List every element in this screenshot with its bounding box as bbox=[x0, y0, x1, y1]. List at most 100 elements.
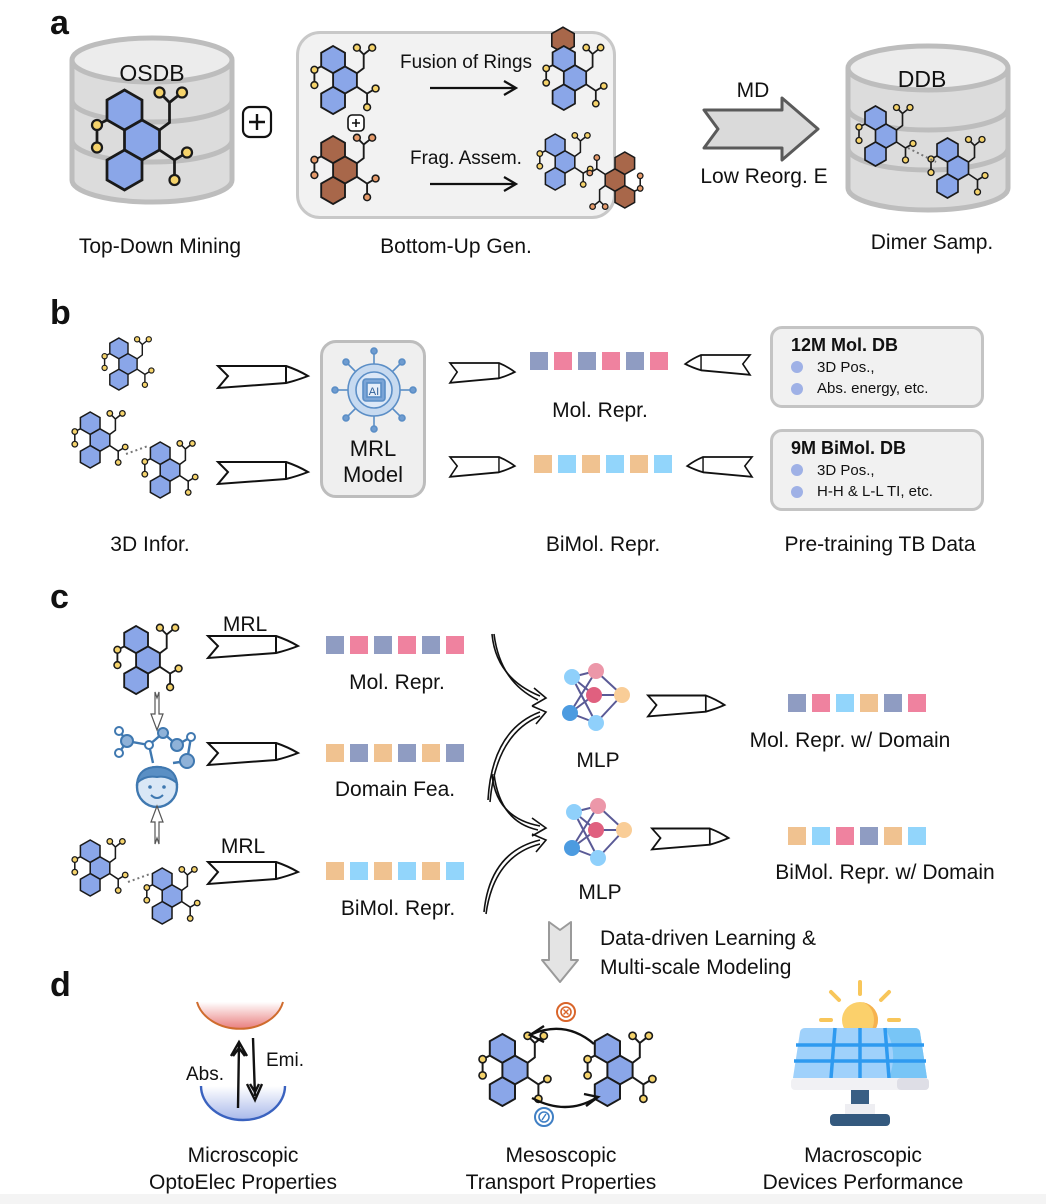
c-bimol-repr-vector bbox=[326, 862, 464, 880]
repr-cell-sky bbox=[398, 862, 416, 880]
arrow-to-bimol-repr-icon bbox=[449, 456, 516, 478]
up-arrow-icon bbox=[150, 804, 164, 845]
b-mol-repr-caption: Mol. Repr. bbox=[552, 399, 648, 422]
repr-cell-slate bbox=[374, 636, 392, 654]
mlp-bottom-label: MLP bbox=[578, 881, 622, 904]
frag-assem-label: Frag. Assem. bbox=[410, 148, 522, 169]
c-bimol-repr-caption: BiMol. Repr. bbox=[340, 897, 456, 920]
osdb-label: OSDB bbox=[119, 60, 185, 86]
c-arrow-domain-icon bbox=[207, 742, 299, 766]
repr-cell-peach bbox=[884, 827, 902, 845]
mlp-network-top-icon bbox=[562, 663, 630, 731]
b-mol-repr-vector bbox=[530, 352, 668, 370]
repr-cell-slate bbox=[446, 744, 464, 762]
repr-cell-slate bbox=[578, 352, 596, 370]
mrl-model-line1: MRL bbox=[349, 436, 397, 462]
small-plus-icon bbox=[347, 114, 365, 132]
repr-cell-peach bbox=[326, 744, 344, 762]
repr-cell-peach bbox=[582, 455, 600, 473]
bimol-db-item-text: H-H & L-L TI, etc. bbox=[817, 483, 933, 501]
repr-cell-slate bbox=[398, 744, 416, 762]
repr-cell-sky bbox=[606, 455, 624, 473]
repr-cell-peach bbox=[374, 862, 392, 880]
c-mol-domain-vector bbox=[788, 694, 926, 712]
ddb-label: DDB bbox=[897, 66, 947, 92]
energy-levels-icon bbox=[196, 1001, 287, 1122]
fused-molecule-icon bbox=[542, 26, 608, 111]
arrow-from-mol-db-icon bbox=[684, 354, 751, 376]
mol-db-box: 12M Mol. DB 3D Pos., Abs. energy, etc. bbox=[770, 326, 984, 408]
ddb-database-icon bbox=[848, 48, 1008, 218]
c-domain-fea-vector bbox=[326, 744, 464, 762]
meso-line1: Mesoscopic bbox=[505, 1144, 617, 1167]
mlp-top-label: MLP bbox=[576, 749, 620, 772]
repr-cell-sky bbox=[446, 862, 464, 880]
ai-chip-label: AI bbox=[369, 386, 379, 398]
c-dimer-molecule-icon bbox=[71, 837, 201, 925]
c-mol-repr-caption: Mol. Repr. bbox=[349, 671, 445, 694]
mol-db-item-text: Abs. energy, etc. bbox=[817, 380, 929, 398]
md-label: MD bbox=[736, 79, 770, 102]
c-mrl-top-label: MRL bbox=[222, 613, 268, 636]
repr-cell-slate bbox=[326, 636, 344, 654]
meso-line2: Transport Properties bbox=[465, 1171, 657, 1194]
curved-arrows-icon bbox=[483, 633, 548, 915]
panel-letter-d: d bbox=[50, 966, 71, 1004]
low-reorg-label: Low Reorg. E bbox=[700, 165, 828, 188]
mol-db-item: Abs. energy, etc. bbox=[791, 378, 969, 400]
repr-cell-pink bbox=[398, 636, 416, 654]
solar-panel-icon bbox=[791, 980, 929, 1126]
plus-icon bbox=[241, 105, 273, 139]
mol-db-item-text: 3D Pos., bbox=[817, 358, 875, 376]
charge-transport-icon bbox=[478, 1002, 657, 1127]
abs-label: Abs. bbox=[186, 1064, 225, 1085]
arrow-to-mrl-top-icon bbox=[217, 365, 309, 389]
repr-cell-slate bbox=[626, 352, 644, 370]
c-bimol-domain-caption: BiMol. Repr. w/ Domain bbox=[775, 861, 995, 884]
repr-cell-pink bbox=[650, 352, 668, 370]
bullet-dot bbox=[791, 486, 803, 499]
repr-cell-peach bbox=[788, 827, 806, 845]
c-mol-domain-caption: Mol. Repr. w/ Domain bbox=[749, 729, 951, 752]
repr-cell-sky bbox=[836, 694, 854, 712]
gray-down-arrow-icon bbox=[541, 921, 579, 983]
arrow-to-mrl-bottom-icon bbox=[217, 461, 309, 485]
mol-db-title: 12M Mol. DB bbox=[791, 335, 899, 355]
mol-db-item: 3D Pos., bbox=[791, 357, 969, 379]
repr-cell-sky bbox=[350, 862, 368, 880]
input-3d-caption: 3D Infor. bbox=[110, 533, 190, 556]
down-arrow-icon bbox=[150, 691, 164, 732]
repr-cell-peach bbox=[422, 862, 440, 880]
macro-line2: Devices Performance bbox=[762, 1171, 964, 1194]
mrl-model-box: AI MRL Model bbox=[320, 340, 426, 498]
md-big-arrow-icon bbox=[702, 96, 820, 162]
repr-cell-pink bbox=[908, 694, 926, 712]
repr-cell-peach bbox=[630, 455, 648, 473]
c-bimol-domain-vector bbox=[788, 827, 926, 845]
repr-cell-pink bbox=[602, 352, 620, 370]
dimer-samp-caption: Dimer Samp. bbox=[870, 231, 994, 254]
mrl-model-label: MRL Model bbox=[323, 436, 423, 487]
fusion-arrow-icon bbox=[430, 80, 519, 96]
mlp-out-top-arrow-icon bbox=[647, 694, 726, 718]
molecule-brown-icon bbox=[310, 133, 380, 205]
repr-cell-slate bbox=[422, 636, 440, 654]
micro-line2: OptoElec Properties bbox=[149, 1171, 337, 1194]
repr-cell-peach bbox=[326, 862, 344, 880]
c-molecule-icon bbox=[113, 623, 183, 695]
repr-cell-pink bbox=[554, 352, 572, 370]
mlp-out-bottom-arrow-icon bbox=[651, 827, 730, 851]
repr-cell-peach bbox=[374, 744, 392, 762]
repr-cell-peach bbox=[860, 694, 878, 712]
repr-cell-sky bbox=[558, 455, 576, 473]
bimol-db-item: H-H & L-L TI, etc. bbox=[791, 481, 969, 503]
dimer-molecule-icon bbox=[71, 409, 199, 499]
repr-cell-pink bbox=[812, 694, 830, 712]
repr-cell-sky bbox=[654, 455, 672, 473]
bullet-dot bbox=[791, 383, 803, 396]
micro-line1: Microscopic bbox=[187, 1144, 299, 1167]
transition-line1: Data-driven Learning & bbox=[600, 927, 816, 950]
bottom-up-caption: Bottom-Up Gen. bbox=[380, 235, 532, 258]
repr-cell-sky bbox=[908, 827, 926, 845]
mlp-network-bottom-icon bbox=[564, 798, 632, 866]
